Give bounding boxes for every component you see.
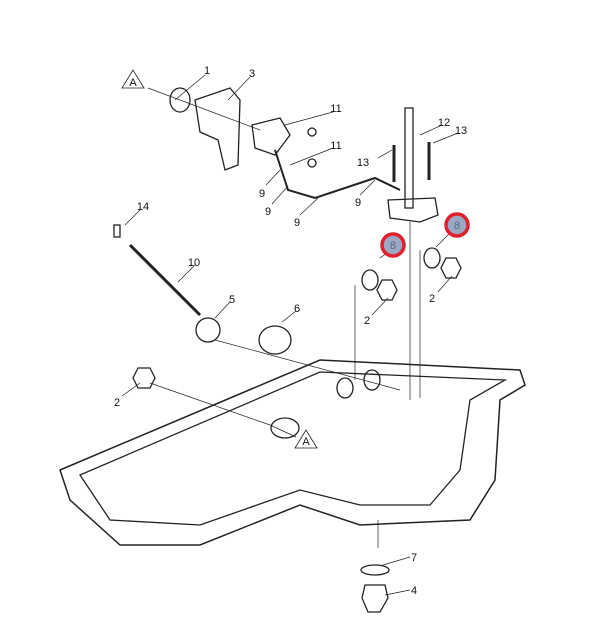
leader-lines — [121, 74, 459, 596]
callout-11: 11 — [330, 103, 341, 115]
oil-pan-inner — [79, 371, 508, 526]
oil-pan — [59, 359, 526, 546]
part-8-o-ring — [361, 269, 379, 291]
part-2-plug — [132, 367, 156, 389]
part-12-base — [387, 197, 439, 223]
callout-4: 4 — [411, 585, 417, 597]
callout-11: 11 — [330, 140, 341, 152]
part-6-grommet — [258, 325, 292, 355]
callout-7: 7 — [411, 552, 417, 564]
callout-9: 9 — [355, 197, 361, 209]
callout-3: 3 — [249, 68, 255, 80]
callout-9: 9 — [265, 206, 271, 218]
callout-14: 14 — [137, 201, 149, 213]
ref-marker-a: A — [294, 429, 318, 449]
highlight-callout-8[interactable] — [444, 212, 470, 238]
svg-text:A: A — [129, 77, 137, 89]
callout-13: 13 — [357, 157, 369, 169]
callout-12: 12 — [438, 117, 450, 129]
callout-8[interactable]: 8 — [454, 220, 460, 232]
part-11-nut — [307, 127, 317, 137]
part-2-plug — [376, 279, 398, 301]
highlight-callout-8[interactable] — [380, 232, 406, 258]
part-2-plug — [440, 257, 462, 279]
pickup-sensor — [251, 117, 291, 156]
part-5-grommet — [195, 317, 221, 343]
part-8-o-ring — [423, 247, 441, 269]
callout-9: 9 — [259, 188, 265, 200]
callout-1: 1 — [204, 65, 210, 77]
callout-5: 5 — [229, 294, 235, 306]
part-3-bracket — [194, 87, 241, 171]
part-10-dipstick — [128, 243, 202, 317]
callout-2: 2 — [429, 293, 435, 305]
callout-8[interactable]: 8 — [390, 240, 396, 252]
svg-text:A: A — [302, 436, 310, 448]
callout-9: 9 — [294, 217, 300, 229]
ref-marker-a: A — [121, 69, 145, 89]
part-4-drain-plug — [361, 584, 389, 613]
callout-6: 6 — [294, 303, 300, 315]
part-1-o-ring — [169, 87, 191, 113]
parts — [59, 87, 526, 613]
callout-10: 10 — [188, 257, 200, 269]
part-14-bolt — [113, 224, 121, 238]
callout-2: 2 — [364, 315, 370, 327]
callout-13: 13 — [455, 125, 467, 137]
part-12-tube — [404, 107, 414, 209]
part-11-nut — [307, 158, 317, 168]
part-7-seal — [360, 564, 390, 576]
part-9-tube — [274, 149, 401, 200]
callout-2: 2 — [114, 397, 120, 409]
